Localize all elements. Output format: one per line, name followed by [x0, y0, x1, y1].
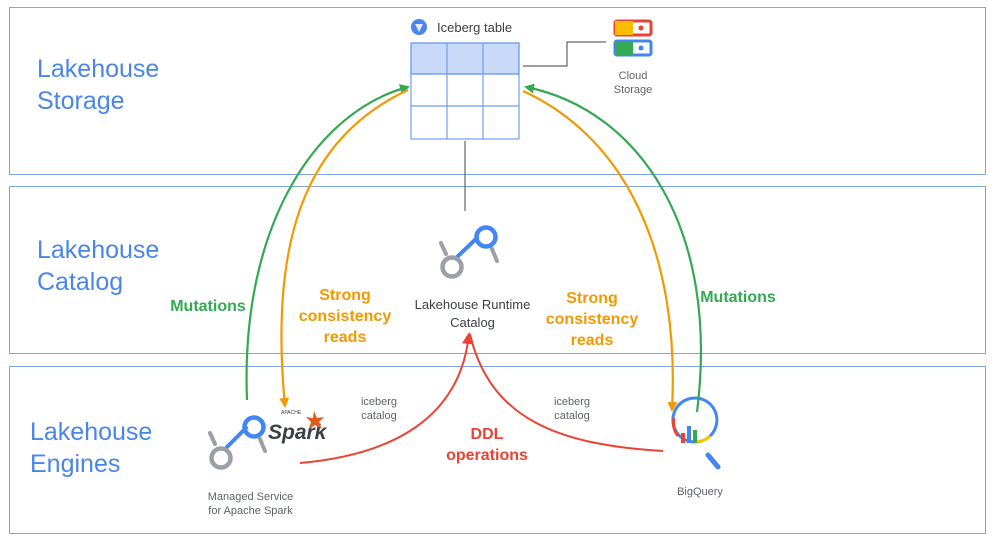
- ddl-arrow-spark: [299, 332, 474, 464]
- catalog-layer-title: Lakehouse Catalog: [37, 236, 160, 296]
- catalog-layer: [9, 186, 986, 354]
- engines-layer-title: Lakehouse Engines: [30, 418, 153, 478]
- ddl-arrow-bigquery: [469, 333, 664, 452]
- spark-label: Managed Service for Apache Spark: [207, 491, 294, 517]
- storage-layer: [9, 7, 986, 175]
- storage-layer-title: Lakehouse Storage: [37, 55, 160, 115]
- iceberg-catalog-label-left: iceberg catalog: [360, 396, 398, 422]
- svg-text:APACHE: APACHE: [281, 410, 302, 416]
- spark-engine-icon: [208, 415, 267, 470]
- reads-label-left: Strong consistency reads: [298, 287, 392, 346]
- runtime-catalog-icon: [439, 225, 499, 279]
- iceberg-catalog-label-right: iceberg catalog: [553, 396, 591, 422]
- storage-connector: [523, 41, 606, 67]
- bigquery-icon: [671, 396, 721, 470]
- runtime-catalog-label: Lakehouse Runtime Catalog: [414, 297, 531, 330]
- reads-arrow-left: [279, 89, 409, 408]
- mutations-label-right: Mutations: [700, 289, 776, 306]
- mutations-label-left: Mutations: [170, 298, 246, 315]
- iceberg-icon: [411, 19, 427, 35]
- svg-text:Spark: Spark: [268, 421, 328, 444]
- apache-spark-logo: APACHE Spark: [268, 410, 328, 444]
- mutations-arrow-right: [524, 83, 702, 413]
- bigquery-label: BigQuery: [677, 486, 723, 498]
- cloud-storage-label: Cloud Storage: [613, 70, 653, 96]
- reads-arrow-right: [522, 90, 678, 412]
- iceberg-table-grid[interactable]: [410, 42, 520, 140]
- mutations-arrow-left: [245, 84, 410, 401]
- engines-layer: [9, 366, 986, 534]
- ddl-operations-label: DDL operations: [446, 426, 528, 464]
- cloud-storage-icon: [613, 19, 653, 57]
- reads-label-right: Strong consistency reads: [545, 290, 639, 349]
- iceberg-table-label: Iceberg table: [437, 20, 513, 35]
